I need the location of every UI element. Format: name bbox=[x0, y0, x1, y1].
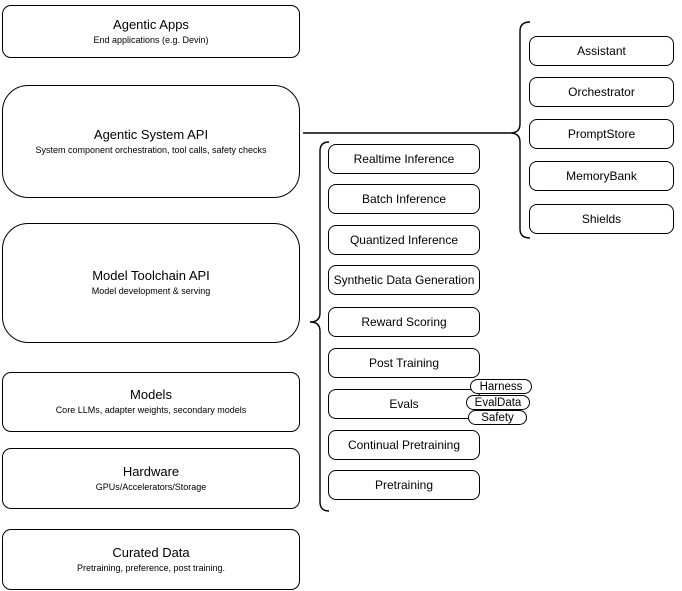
node-hardware: Hardware GPUs/Accelerators/Storage bbox=[2, 448, 300, 509]
node-memorybank: MemoryBank bbox=[529, 161, 674, 191]
node-model-toolchain-api: Model Toolchain API Model development & … bbox=[2, 223, 300, 343]
node-batch-inference: Batch Inference bbox=[328, 184, 480, 214]
node-subtitle: GPUs/Accelerators/Storage bbox=[95, 481, 207, 492]
node-evals: Evals bbox=[328, 389, 480, 419]
node-orchestrator: Orchestrator bbox=[529, 77, 674, 107]
node-title: Model Toolchain API bbox=[92, 268, 210, 283]
system-group-brace bbox=[509, 21, 531, 239]
node-post-training: Post Training bbox=[328, 348, 480, 378]
node-assistant: Assistant bbox=[529, 36, 674, 66]
node-pretraining: Pretraining bbox=[328, 470, 480, 500]
node-continual-pretraining: Continual Pretraining bbox=[328, 430, 480, 460]
node-title: Models bbox=[130, 387, 172, 402]
node-agentic-system-api: Agentic System API System component orch… bbox=[2, 85, 300, 198]
node-subtitle: Model development & serving bbox=[91, 286, 211, 296]
node-subtitle: End applications (e.g. Devin) bbox=[93, 34, 209, 45]
node-subtitle: Core LLMs, adapter weights, secondary mo… bbox=[55, 405, 247, 415]
node-title: Curated Data bbox=[112, 544, 190, 560]
node-title: Hardware bbox=[122, 463, 180, 479]
node-reward-scoring: Reward Scoring bbox=[328, 307, 480, 337]
tag-safety: Safety bbox=[468, 410, 527, 425]
tag-harness: Harness bbox=[470, 379, 532, 394]
node-quantized-inference: Quantized Inference bbox=[328, 225, 480, 255]
toolchain-group-brace bbox=[309, 141, 330, 512]
node-title: Agentic System API bbox=[93, 126, 209, 142]
node-title: Agentic Apps bbox=[113, 16, 189, 32]
node-subtitle: Pretraining, preference, post training. bbox=[76, 562, 226, 573]
node-models: Models Core LLMs, adapter weights, secon… bbox=[2, 372, 300, 432]
node-promptstore: PromptStore bbox=[529, 119, 674, 149]
tag-evaldata: EvalData bbox=[466, 395, 530, 410]
node-subtitle: System component orchestration, tool cal… bbox=[35, 144, 267, 155]
node-realtime-inference: Realtime Inference bbox=[328, 144, 480, 174]
node-agentic-apps: Agentic Apps End applications (e.g. Devi… bbox=[2, 5, 300, 58]
node-shields: Shields bbox=[529, 204, 674, 234]
node-synthetic-data-generation: Synthetic Data Generation bbox=[328, 265, 480, 295]
node-curated-data: Curated Data Pretraining, preference, po… bbox=[2, 529, 300, 590]
